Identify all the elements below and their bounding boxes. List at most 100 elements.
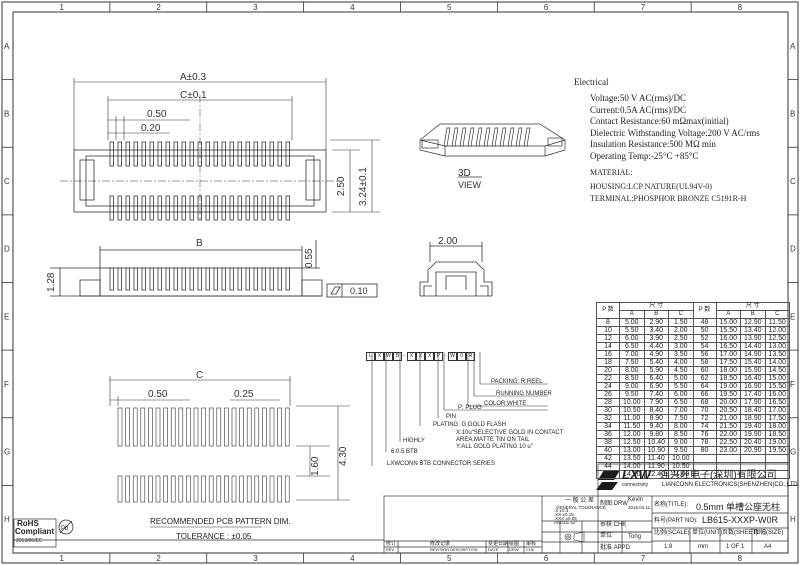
table-cell: 19.40 <box>740 422 766 431</box>
pin-top <box>229 141 234 167</box>
pin-bottom <box>165 195 170 221</box>
iso-pin <box>467 127 475 147</box>
pcb-pad <box>140 475 146 503</box>
pin-top <box>261 141 266 167</box>
table-cell: 15.00 <box>764 374 790 383</box>
pcb-pad <box>246 475 252 503</box>
pcb-pad <box>262 407 267 447</box>
scale-value: 1:8 <box>664 544 673 550</box>
pin-side <box>149 267 154 291</box>
table-cell: 2.90 <box>643 318 669 327</box>
pcb-pad <box>208 407 214 447</box>
top-view <box>60 95 340 221</box>
pcb-tolerance: TOLERANCE : ±0.05 <box>176 532 252 541</box>
side-view <box>50 240 378 298</box>
svg-text:Pb: Pb <box>61 526 69 532</box>
table-cell: 17.00 <box>715 350 741 359</box>
table-cell: 74 <box>692 422 717 431</box>
table-cell: 50 <box>692 326 717 335</box>
check-label: 审核 CHK <box>600 522 627 528</box>
zone-col-label: 5 <box>447 554 452 563</box>
table-cell: 28 <box>596 398 620 407</box>
table-cell: 15.50 <box>764 382 790 391</box>
table-cell: 14.40 <box>740 342 766 351</box>
pn-legend-item: X:10u"SELECTIVE GOLD IN CONTACT <box>456 430 564 436</box>
table-cell: 13.00 <box>764 342 790 351</box>
pin-top <box>245 141 250 167</box>
table-cell: 60 <box>692 366 717 375</box>
pn-code-box: X <box>416 352 425 361</box>
table-cell: 17.50 <box>715 358 741 367</box>
material-line: HOUSING:LCP NATURE(UL94V-0) <box>590 182 712 191</box>
pin-top <box>269 141 274 167</box>
pn-code-box: X <box>407 352 416 361</box>
table-cell: 68 <box>692 398 717 407</box>
zone-row-label: G <box>4 448 10 457</box>
zone-col-label: 4 <box>350 554 355 563</box>
table-cell: 19.50 <box>764 446 790 455</box>
pin-side <box>165 267 170 291</box>
pcb-pad <box>132 407 138 447</box>
pin-top <box>213 141 218 167</box>
table-cell: 5.00 <box>619 318 645 327</box>
table-cell: 7.00 <box>668 406 694 415</box>
pcb-pad <box>262 475 267 503</box>
table-cell: 16.00 <box>715 334 741 343</box>
table-cell: 18 <box>596 358 620 367</box>
pcb-pad <box>284 475 290 503</box>
table-cell: 18.90 <box>740 414 766 423</box>
pcb-pad <box>269 407 275 447</box>
pcb-pad <box>216 407 222 447</box>
iso-pin <box>451 127 459 147</box>
table-cell: 8.90 <box>643 414 669 423</box>
table-cell: 12.00 <box>764 326 790 335</box>
table-header: P 数 <box>692 302 717 319</box>
pin-bottom <box>109 195 114 221</box>
table-group-header: 尺 寸 <box>715 302 790 311</box>
zone-col-label: 6 <box>544 3 549 12</box>
pcb-pad <box>148 475 153 503</box>
pin-side <box>205 267 210 291</box>
pin-side <box>269 267 274 291</box>
material-line: TERMINAL:PHOSPHOR BRONZE C5191R-H <box>590 194 747 203</box>
table-cell: 2.50 <box>668 334 694 343</box>
pin-bottom <box>261 195 266 221</box>
pin-bottom <box>205 195 210 221</box>
table-cell <box>715 454 741 463</box>
pcb-pad <box>239 475 244 503</box>
pin-top <box>117 141 122 167</box>
table-cell: 18.00 <box>764 422 790 431</box>
pin-side <box>157 267 162 291</box>
table-cell: 5.90 <box>643 366 669 375</box>
zone-row-label: G <box>790 448 796 457</box>
pin-bottom <box>237 195 242 221</box>
drawn-label: 制图 DRW <box>600 501 628 507</box>
table-cell: 23.00 <box>715 446 741 455</box>
table-cell: 3.90 <box>643 334 669 343</box>
iso-pin <box>515 127 523 147</box>
table-cell: 17.50 <box>764 414 790 423</box>
table-cell <box>692 470 717 479</box>
pcb-pad <box>163 475 168 503</box>
table-cell: 19.90 <box>740 430 766 439</box>
pin-top <box>189 141 194 167</box>
pn-code-box: 0 <box>457 352 466 361</box>
table-header: P 数 <box>596 302 620 319</box>
pn-code-box: W <box>384 352 393 361</box>
pcb-pad <box>231 407 237 447</box>
pcb-pad <box>178 475 184 503</box>
table-cell: 19.50 <box>715 390 741 399</box>
pcb-pad <box>284 407 290 447</box>
table-cell: 9.40 <box>643 422 669 431</box>
electrical-spec-line: Current:0.5A AC(rms)/DC <box>590 104 686 115</box>
table-cell: 21.00 <box>715 414 741 423</box>
zone-row-label: F <box>790 380 795 389</box>
revision-col-label-en: DRW <box>509 547 519 552</box>
